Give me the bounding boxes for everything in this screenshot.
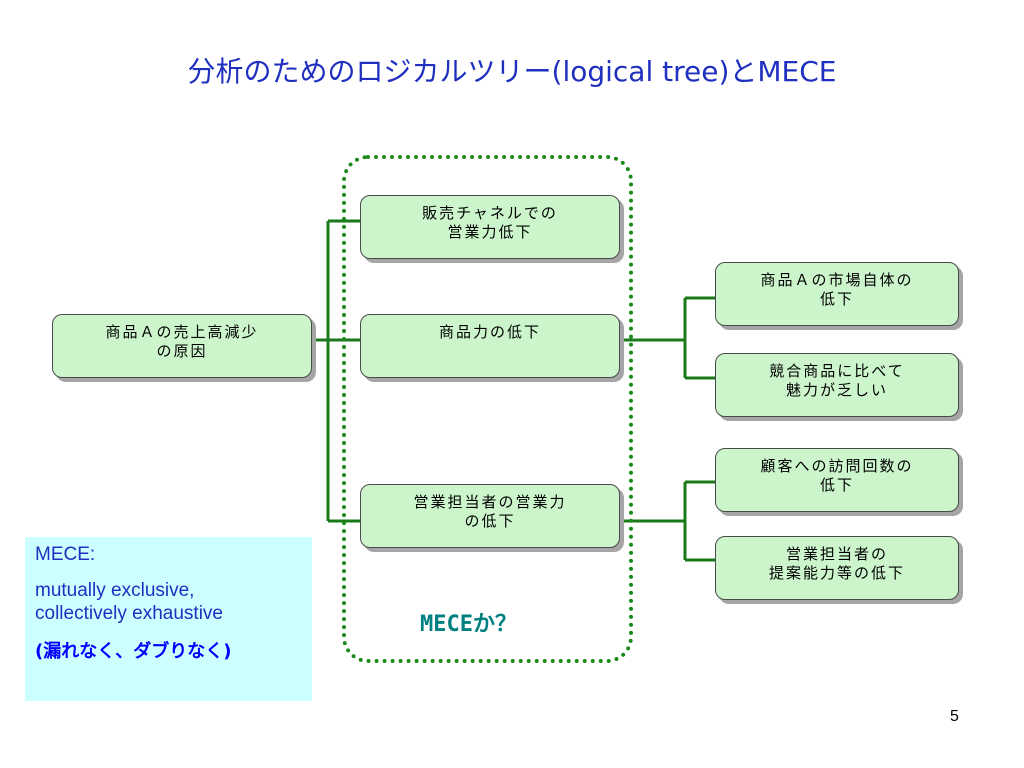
competitor-appeal-node: 競合商品に比べて 魅力が乏しい [715,353,959,417]
mece-question-label: MECEか？ [420,612,517,637]
proposal-ability-node: 営業担当者の 提案能力等の低下 [715,536,959,600]
mece-japanese: (漏れなく、ダブりなく) [35,641,232,662]
mece-line-1: mutually exclusive, [35,580,195,601]
salesperson-node: 営業担当者の営業力 の低下 [360,484,620,548]
mece-check-group [342,155,633,663]
root-node: 商品Ａの売上高減少 の原因 [52,314,312,378]
slide-title: 分析のためのロジカルツリー(logical tree)とMECE [187,55,837,88]
page-number: 5 [950,708,959,725]
channel-sales-node: 販売チャネルでの 営業力低下 [360,195,620,259]
mece-definition-box: MECE: mutually exclusive, collectively e… [25,537,312,701]
market-decline-node: 商品Ａの市場自体の 低下 [715,262,959,326]
visit-count-node: 顧客への訪問回数の 低下 [715,448,959,512]
product-strength-node: 商品力の低下 [360,314,620,378]
mece-heading: MECE: [35,544,96,565]
mece-line-2: collectively exhaustive [35,603,223,624]
